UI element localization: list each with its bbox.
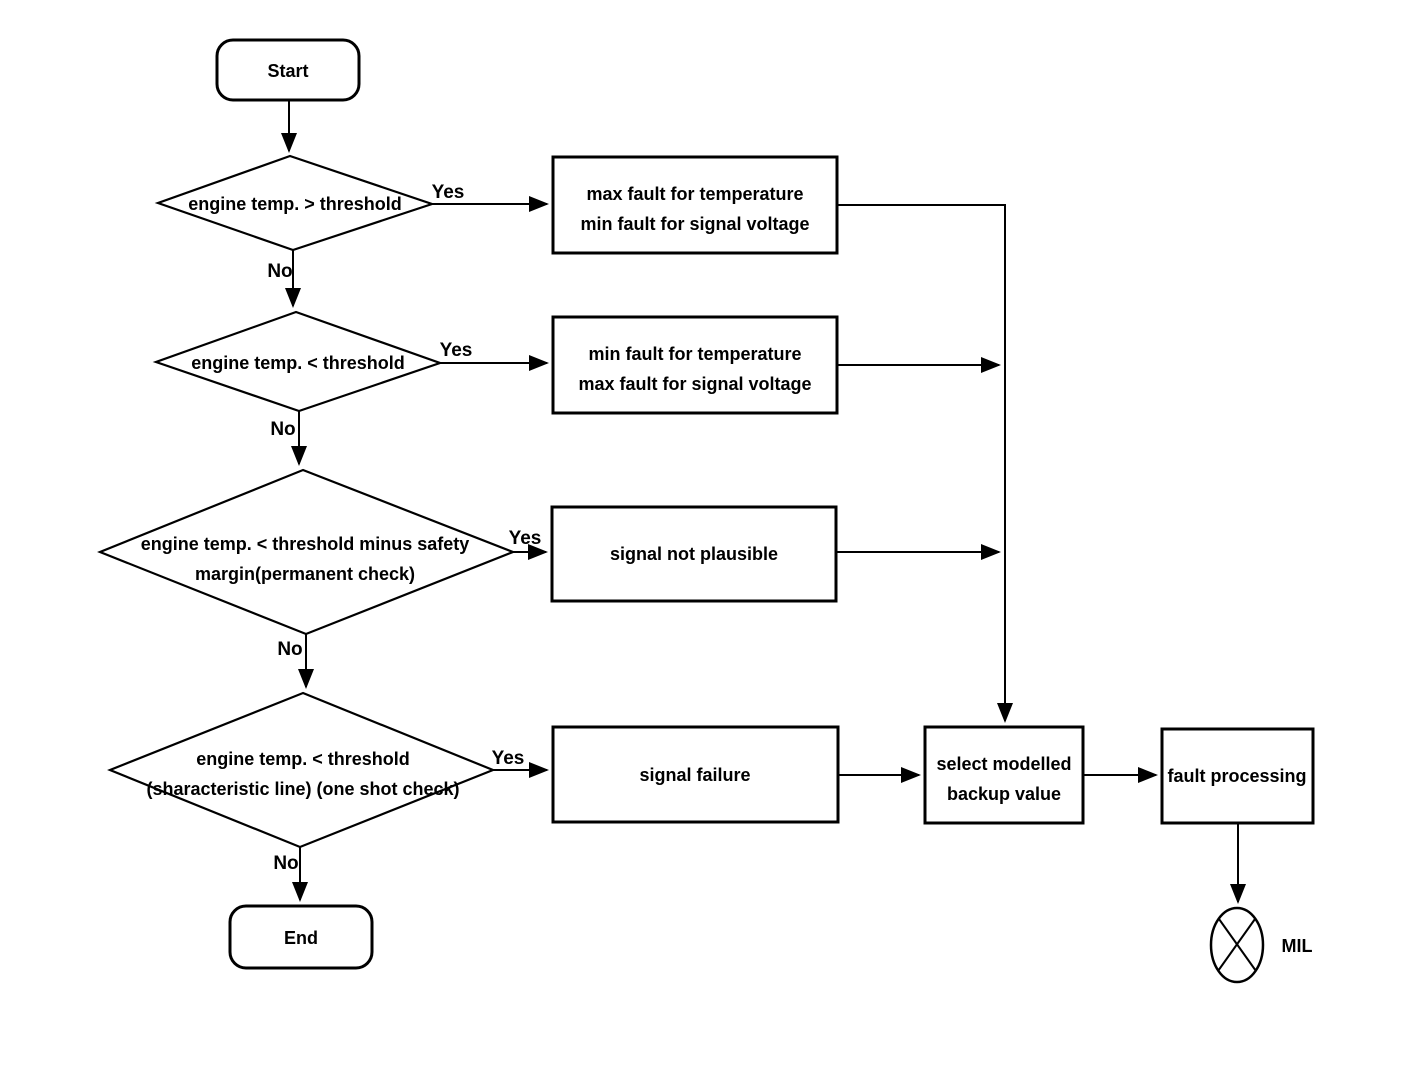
no-label-decision3: No — [277, 639, 302, 660]
start-label: Start — [267, 61, 308, 81]
decision-temp-above-label: engine temp. > threshold — [188, 194, 402, 214]
yes-label-decision3: Yes — [509, 528, 542, 549]
process-select-backup-label-line1: select modelled — [936, 754, 1071, 774]
process-min-fault-node — [551, 315, 839, 415]
decision-temp-below-line-node — [107, 691, 496, 849]
decision-temp-below-line-label-line1: engine temp. < threshold — [196, 749, 410, 769]
decision-temp-below-label: engine temp. < threshold — [191, 353, 405, 373]
process-fault-processing-label: fault processing — [1167, 766, 1306, 786]
yes-label-decision4: Yes — [492, 748, 525, 769]
process-min-fault-label-line2: max fault for signal voltage — [578, 374, 811, 394]
decision-temp-below-margin-label-line2: margin(permanent check) — [195, 564, 415, 584]
yes-label-decision2: Yes — [440, 340, 473, 361]
decision-temp-below-margin-label-line1: engine temp. < threshold minus safety — [141, 534, 470, 554]
no-label-decision1: No — [267, 261, 292, 282]
mil-label: MIL — [1282, 936, 1313, 956]
process-max-fault-node — [551, 155, 839, 255]
process-select-backup-label-line2: backup value — [947, 784, 1061, 804]
end-label: End — [284, 928, 318, 948]
process-fault-processing-node — [1160, 727, 1315, 825]
edge-process1-to-select-backup — [837, 204, 1013, 723]
end-node — [228, 904, 374, 970]
process-max-fault-label-line1: max fault for temperature — [586, 184, 803, 204]
process-max-fault-label-line2: min fault for signal voltage — [580, 214, 809, 234]
process-select-backup-node — [923, 725, 1085, 825]
no-label-decision4: No — [273, 853, 298, 874]
yes-label-decision1: Yes — [432, 182, 465, 203]
decision-temp-below-line-label-line2: (sharacteristic line) (one shot check) — [146, 779, 459, 799]
process-not-plausible-label: signal not plausible — [610, 544, 778, 564]
process-not-plausible-node — [550, 505, 838, 603]
process-min-fault-label-line1: min fault for temperature — [588, 344, 801, 364]
no-label-decision2: No — [270, 419, 295, 440]
mil-lamp-cross-stroke — [1217, 918, 1256, 972]
process-signal-failure-label: signal failure — [639, 765, 750, 785]
